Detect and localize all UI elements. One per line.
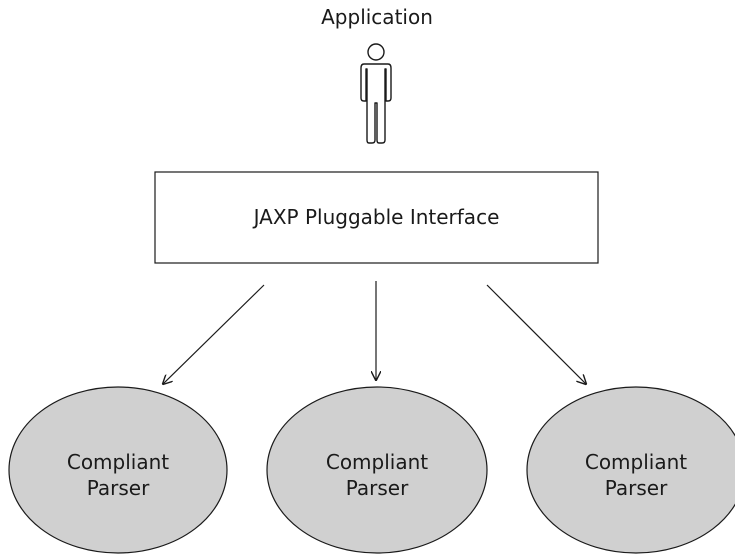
jaxp-interface-label: JAXP Pluggable Interface bbox=[252, 205, 500, 229]
parser-ellipse bbox=[526, 386, 735, 554]
arrow-to-parser-left bbox=[163, 284, 265, 384]
arrow-to-parser-right bbox=[486, 284, 586, 384]
parser-label-line2: Parser bbox=[605, 476, 668, 500]
person-icon bbox=[360, 43, 392, 144]
parser-label-line1: Compliant bbox=[67, 450, 169, 474]
parser-node-center: Compliant Parser bbox=[266, 386, 488, 554]
parser-ellipse bbox=[8, 386, 228, 554]
parser-node-left: Compliant Parser bbox=[8, 386, 228, 554]
jaxp-interface-box bbox=[154, 171, 599, 264]
parser-node-right: Compliant Parser bbox=[526, 386, 735, 554]
application-label: Application bbox=[321, 5, 433, 29]
parser-label-line2: Parser bbox=[87, 476, 150, 500]
parser-ellipse bbox=[266, 386, 488, 554]
parser-label-line1: Compliant bbox=[585, 450, 687, 474]
parser-label-line2: Parser bbox=[346, 476, 409, 500]
parser-label-line1: Compliant bbox=[326, 450, 428, 474]
